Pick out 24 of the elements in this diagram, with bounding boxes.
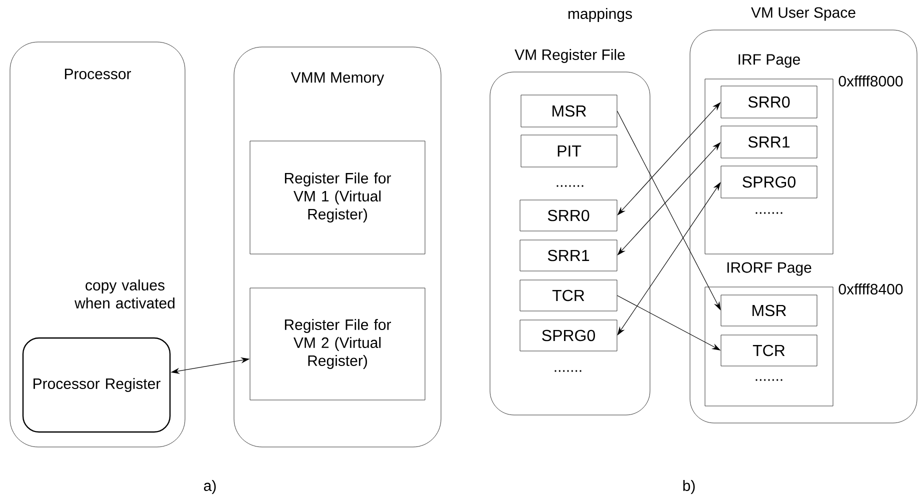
register-box: SRR1	[520, 240, 618, 272]
mapping-label: mappings	[568, 8, 632, 22]
register-box: MSR	[520, 94, 618, 128]
register-box: SRR1	[720, 126, 818, 158]
register-box: PIT	[520, 134, 618, 168]
register-box: SPRG0	[520, 320, 618, 352]
register-box: Processor Register	[22, 337, 171, 433]
register-file-box: Register File for VM 1 (Virtual Register)	[250, 140, 426, 254]
register-box: SRR0	[520, 200, 618, 232]
panel-label: a)	[204, 480, 216, 494]
node-label: VM Register File	[514, 49, 625, 63]
node-label: 0xffff8400	[838, 283, 903, 294]
panel-label: b)	[683, 480, 695, 494]
node-label: IRORF Page	[727, 262, 812, 276]
register-box: TCR	[720, 334, 818, 366]
register-box: SRR0	[720, 86, 818, 118]
register-box: SPRG0	[720, 166, 818, 198]
register-box: MSR	[720, 294, 818, 326]
node-label: 0xffff8000	[838, 76, 903, 86]
register-file-box: Register File for VM 2 (Virtual Register)	[250, 288, 426, 400]
register-box: TCR	[520, 280, 618, 312]
node-label: IRF Page	[738, 54, 800, 68]
edge-note: copy values when activated	[74, 280, 174, 308]
node-label: VM User Space	[751, 7, 856, 21]
